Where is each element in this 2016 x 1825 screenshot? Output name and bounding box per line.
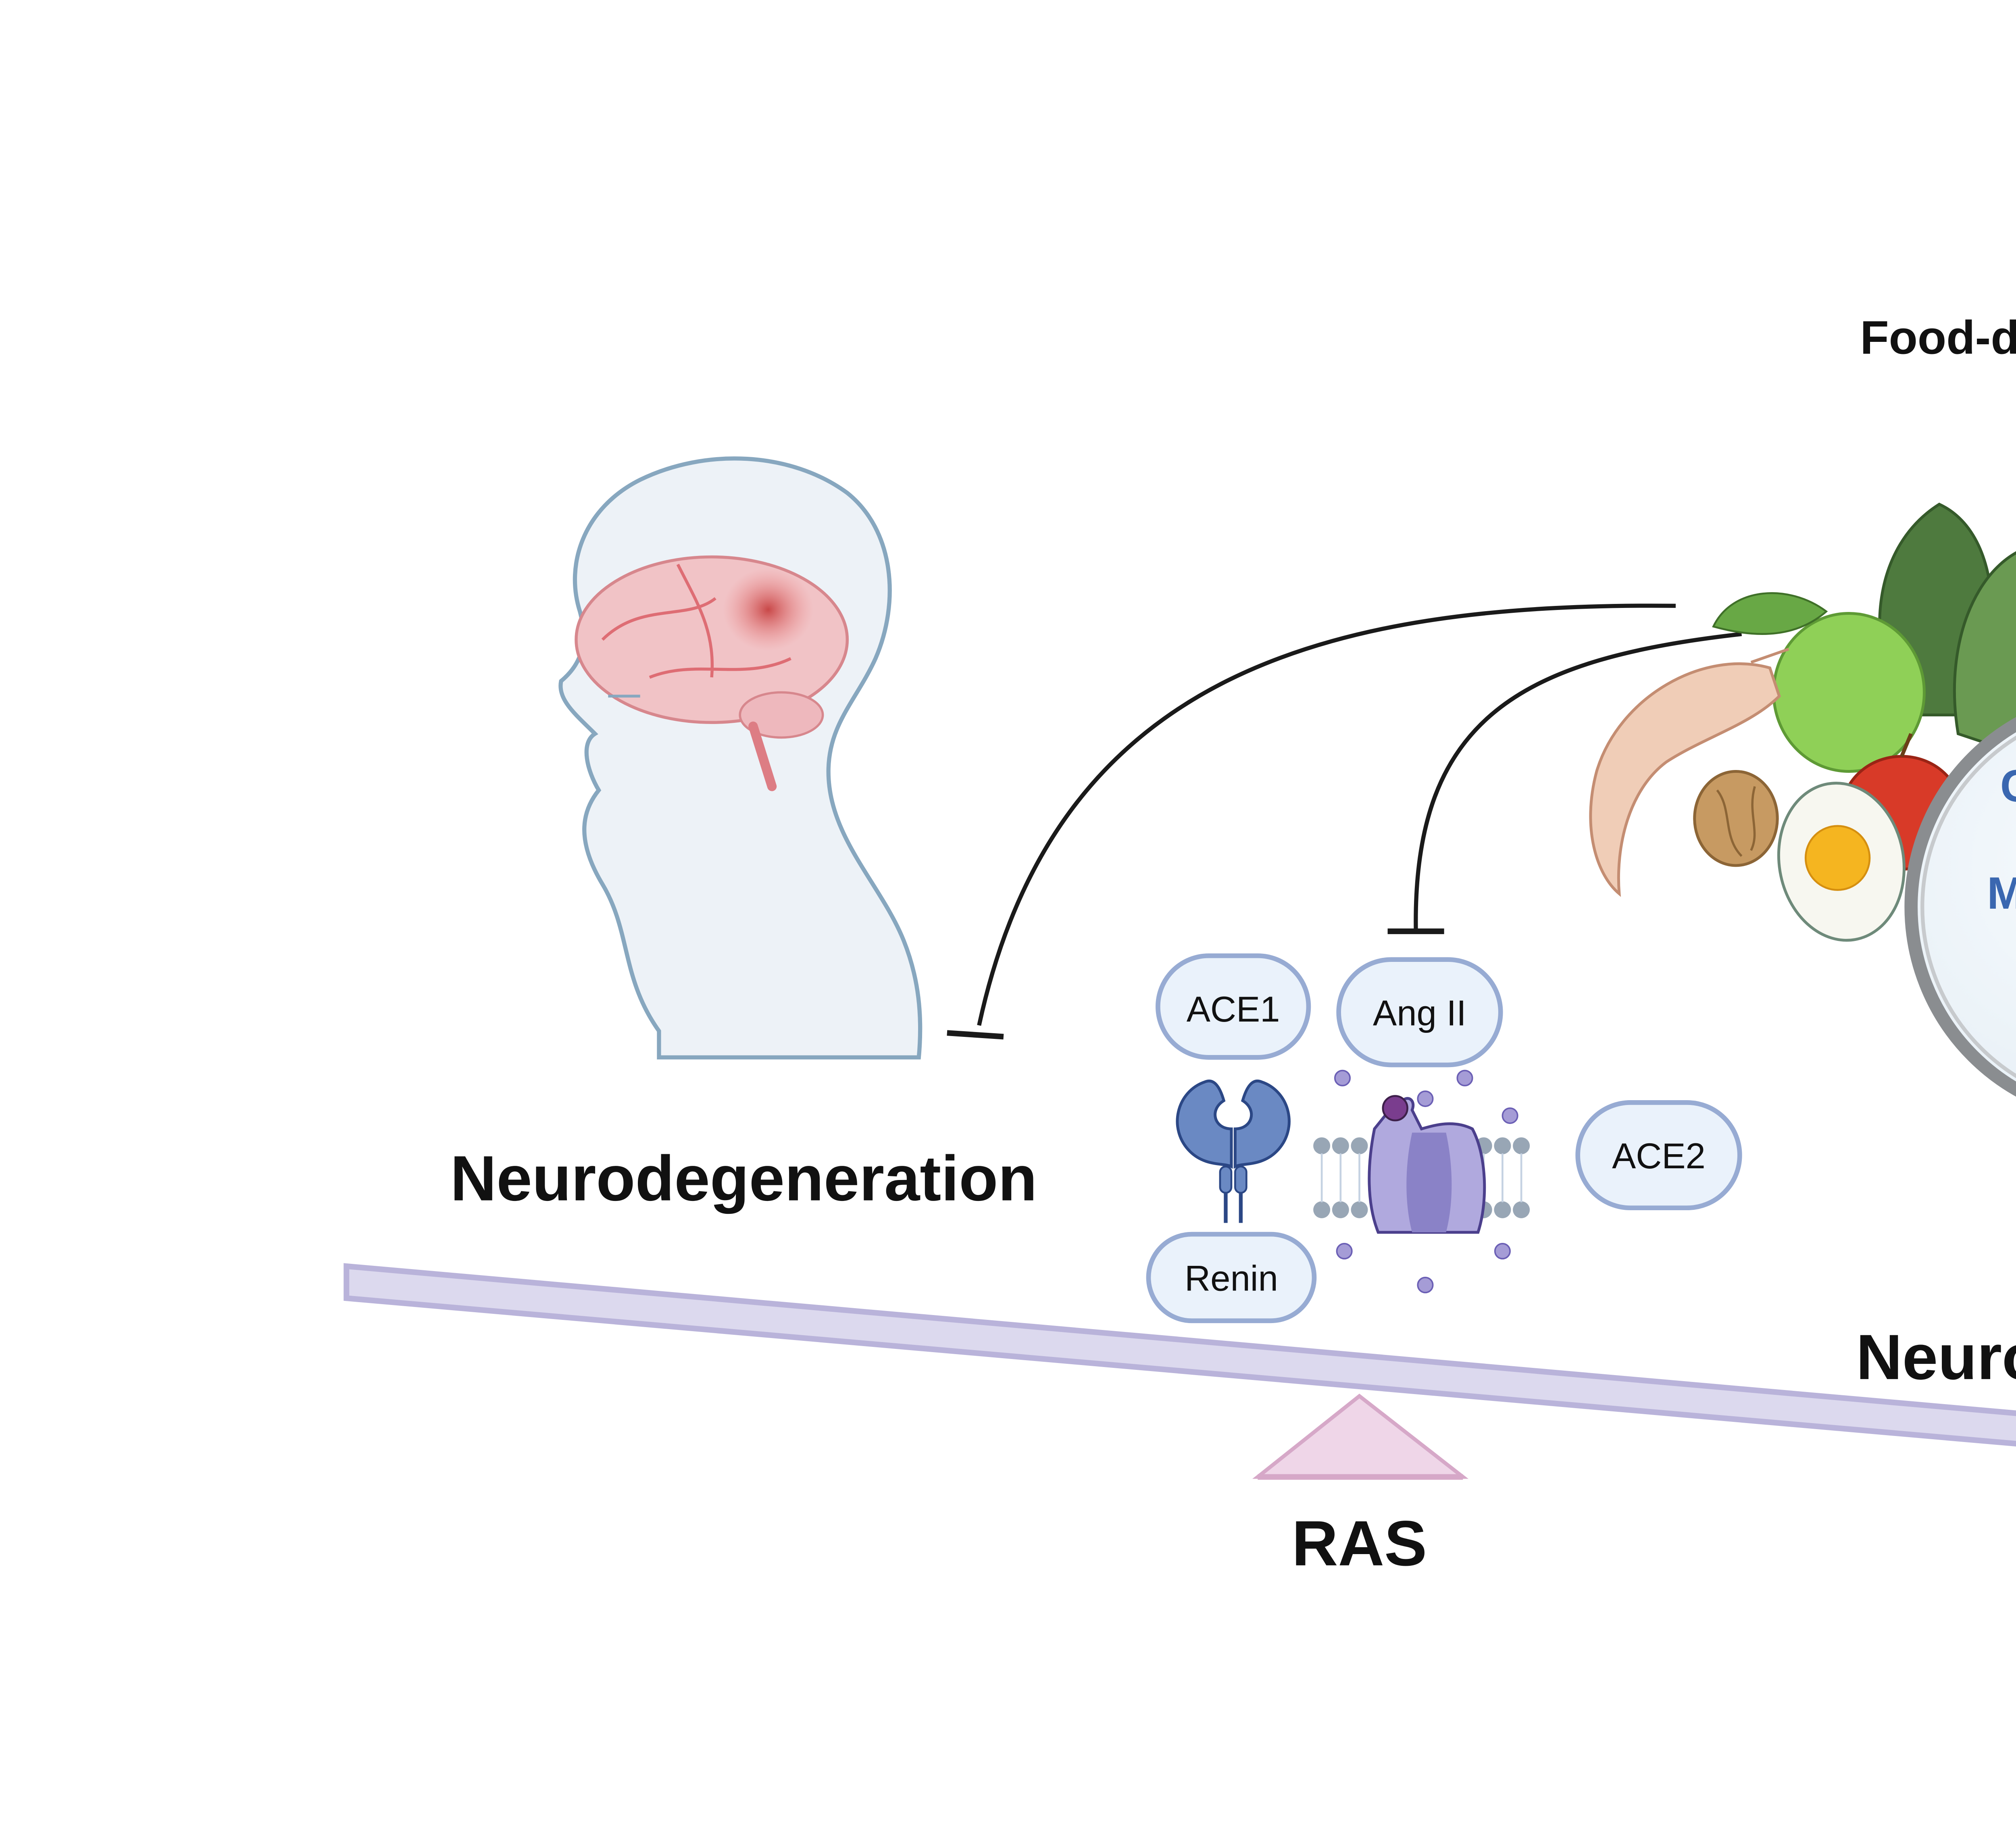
food-cluster: Milk — [1589, 502, 2016, 942]
svg-text:Renin: Renin — [1185, 1259, 1278, 1299]
peptide-list: CPP SCP MKP PIYAG EWH — [1987, 761, 2016, 918]
head-brain-icon — [558, 456, 923, 1059]
inhibition-arrow-to-neurodegeneration — [947, 603, 1676, 1040]
label-neurodegeneration: Neurodegeneration — [450, 1142, 1037, 1214]
label-ras: RAS — [1292, 1507, 1427, 1579]
ace1-box: ACE1 — [1156, 953, 1311, 1060]
walnut-icon — [1693, 770, 1779, 867]
inhibition-arrow-to-ang2 — [1387, 632, 1742, 934]
title-food-derived-peptide: Food-derived peptide — [1860, 311, 2016, 364]
ang2-box: Ang II — [1336, 957, 1503, 1068]
renin-box: Renin — [1146, 1232, 1317, 1323]
ace1-receptor-icon — [1176, 1080, 1291, 1223]
guava-icon — [1712, 592, 1926, 773]
shrimp-icon — [1589, 647, 1789, 897]
membrane-channel-icon — [1313, 1070, 1530, 1294]
magnifying-glass-icon — [1904, 717, 2016, 1097]
label-neuroprotection: Neuroprotection — [1856, 1321, 2016, 1393]
seesaw-icon — [344, 1263, 2016, 1480]
peptide-cpp: CPP — [2000, 761, 2016, 811]
ace2-box: ACE2 — [1575, 1100, 1742, 1211]
egg-icon — [1777, 782, 1906, 942]
peptide-mkp: MKP — [1987, 868, 2016, 918]
svg-text:ACE2: ACE2 — [1612, 1136, 1706, 1176]
svg-text:ACE1: ACE1 — [1187, 989, 1280, 1029]
svg-text:Ang II: Ang II — [1373, 993, 1466, 1033]
